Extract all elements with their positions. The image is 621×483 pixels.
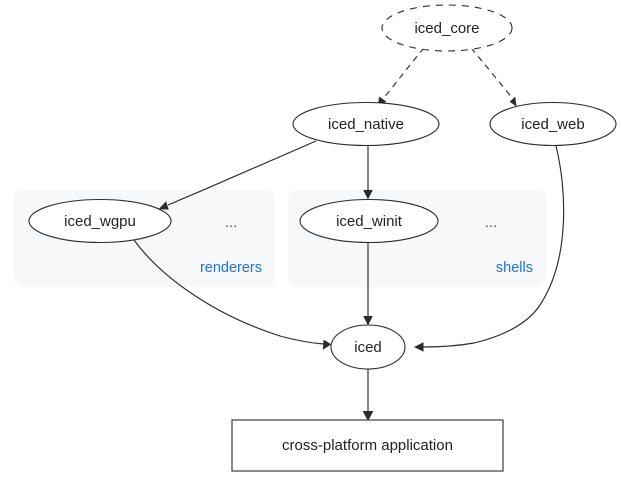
edge-iced-wgpu-to-iced-arrowhead — [322, 339, 332, 350]
node-iced-winit-shape[interactable] — [299, 198, 439, 244]
edge-iced-wgpu-to-iced — [133, 239, 332, 350]
node-iced-native-shape[interactable] — [292, 101, 440, 147]
edge-iced-winit-to-iced — [363, 243, 373, 326]
edge-iced-native-to-iced-wgpu — [158, 140, 317, 210]
edge-iced-web-to-iced-arrowhead — [414, 342, 424, 352]
node-iced-shape[interactable] — [330, 324, 406, 370]
node-iced-label: iced — [354, 339, 382, 356]
edge-iced-core-to-iced-web — [470, 47, 517, 107]
node-iced-native[interactable]: iced_native — [292, 101, 440, 147]
node-iced[interactable]: iced — [330, 324, 406, 370]
node-iced-web[interactable]: iced_web — [489, 101, 617, 147]
node-cross-platform-application[interactable]: cross-platform application — [231, 419, 504, 472]
node-iced-winit-label: iced_winit — [336, 213, 403, 230]
edge-iced-native-to-iced-wgpu-line — [167, 140, 317, 206]
edge-iced-winit-to-iced-arrowhead — [363, 316, 373, 326]
node-iced-wgpu-shape[interactable] — [28, 198, 172, 244]
edge-iced-native-to-iced-winit — [363, 146, 373, 200]
node-iced-web-shape[interactable] — [489, 101, 617, 147]
node-iced-core-label: iced_core — [414, 20, 479, 37]
edge-iced-core-to-iced-native — [377, 47, 425, 107]
node-iced-web-label: iced_web — [521, 116, 584, 133]
node-iced-wgpu[interactable]: iced_wgpu — [28, 198, 172, 244]
edge-iced-core-to-iced-web-line — [470, 47, 514, 100]
edge-iced-web-to-iced-line — [422, 145, 565, 348]
edge-iced-wgpu-to-iced-line — [133, 239, 325, 345]
node-cross-platform-application-label: cross-platform application — [282, 437, 453, 454]
node-iced-native-label: iced_native — [328, 116, 404, 133]
edge-iced-web-to-iced — [414, 145, 565, 352]
edges-group — [133, 47, 565, 421]
node-iced-core-shape[interactable] — [381, 4, 513, 52]
edge-iced-core-to-iced-web-arrowhead — [509, 96, 517, 107]
edge-iced-to-application — [362, 369, 374, 421]
node-iced-wgpu-label: iced_wgpu — [64, 213, 136, 230]
node-iced-winit[interactable]: iced_winit — [299, 198, 439, 244]
renderers-ellipsis-placeholder: ... — [225, 214, 238, 231]
edge-iced-to-application-arrowhead — [362, 411, 374, 421]
cluster-shells-label: shells — [496, 260, 533, 276]
shells-ellipsis-placeholder: ... — [485, 214, 498, 231]
edge-iced-native-to-iced-winit-arrowhead — [363, 190, 373, 200]
cluster-renderers-label: renderers — [200, 260, 262, 276]
node-iced-core[interactable]: iced_core — [381, 4, 513, 52]
edge-iced-native-to-iced-wgpu-arrowhead — [158, 201, 169, 210]
node-cross-platform-application-shape[interactable] — [231, 419, 504, 472]
edge-iced-core-to-iced-native-line — [382, 47, 425, 100]
